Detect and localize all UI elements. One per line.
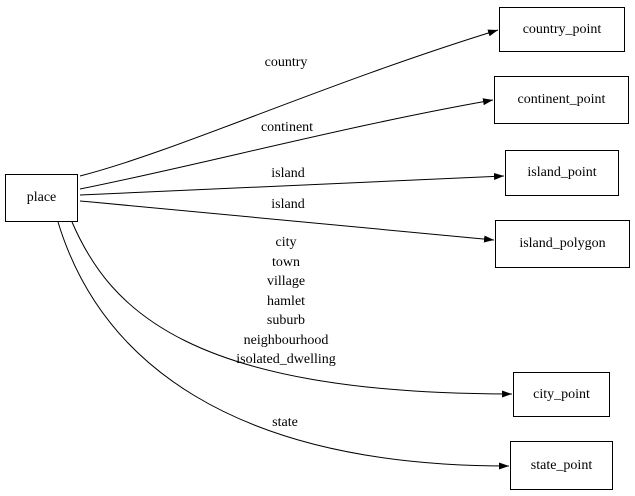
node-island-point: island_point — [505, 150, 619, 196]
edge-label-state: state — [272, 415, 298, 430]
edge-place-state-point — [57, 221, 510, 470]
edge-label-island-polygon: island — [271, 197, 305, 212]
edge-label-island-point: island — [271, 166, 305, 181]
edge-label-country: country — [264, 55, 308, 70]
node-place: place — [5, 174, 78, 222]
edge-label-city-variants: city town village hamlet suburb neighbou… — [236, 235, 336, 367]
edge-label-continent: continent — [260, 120, 314, 135]
edge-place-city-point — [71, 221, 513, 398]
node-continent-point: continent_point — [494, 76, 629, 124]
edge-place-continent-point — [79, 98, 494, 190]
edge-place-country-point — [79, 29, 499, 177]
node-island-polygon: island_polygon — [495, 220, 630, 268]
node-state-point: state_point — [510, 441, 613, 490]
node-country-point: country_point — [499, 7, 625, 52]
node-city-point: city_point — [513, 372, 610, 417]
